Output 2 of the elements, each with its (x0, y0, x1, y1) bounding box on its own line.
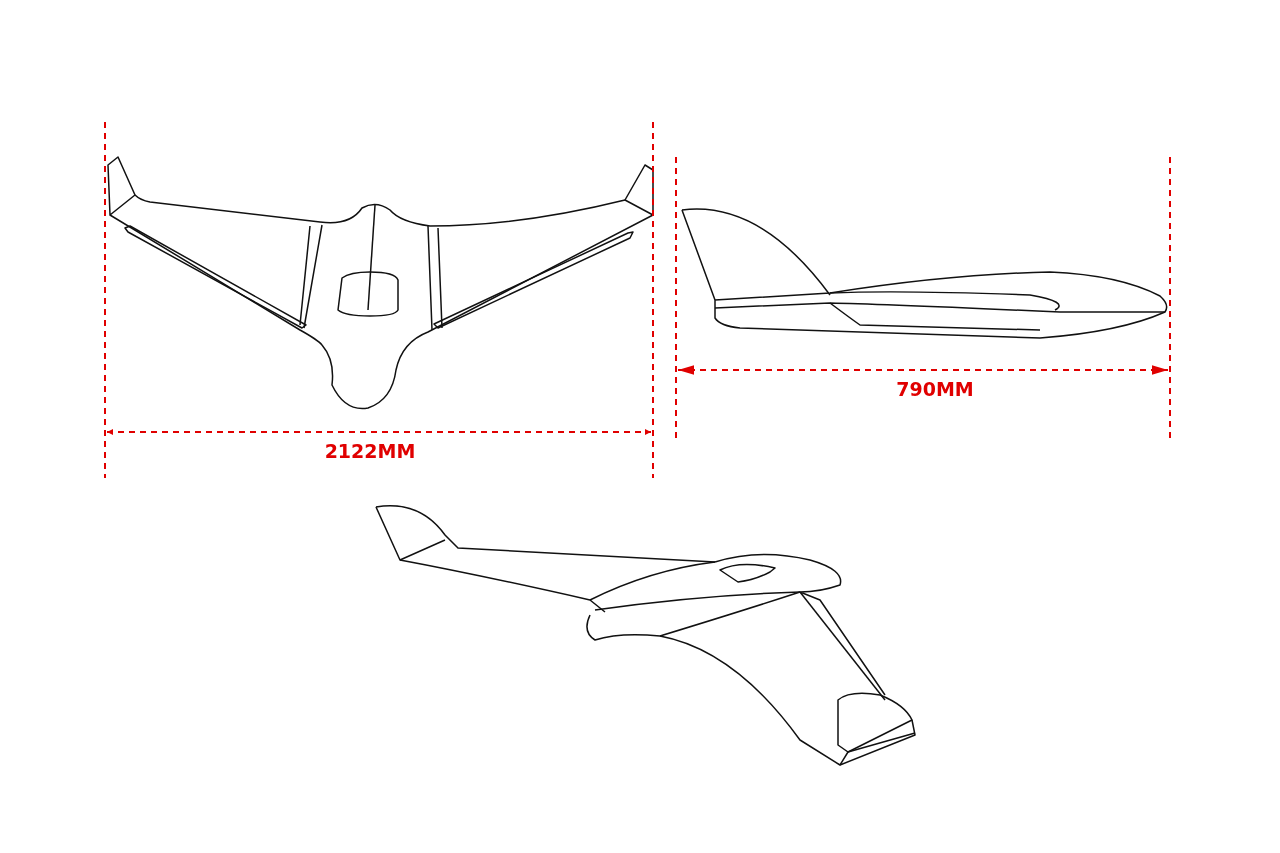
dimension-label: 790MM (896, 378, 974, 400)
dimension-label: 2122MM (324, 440, 416, 462)
